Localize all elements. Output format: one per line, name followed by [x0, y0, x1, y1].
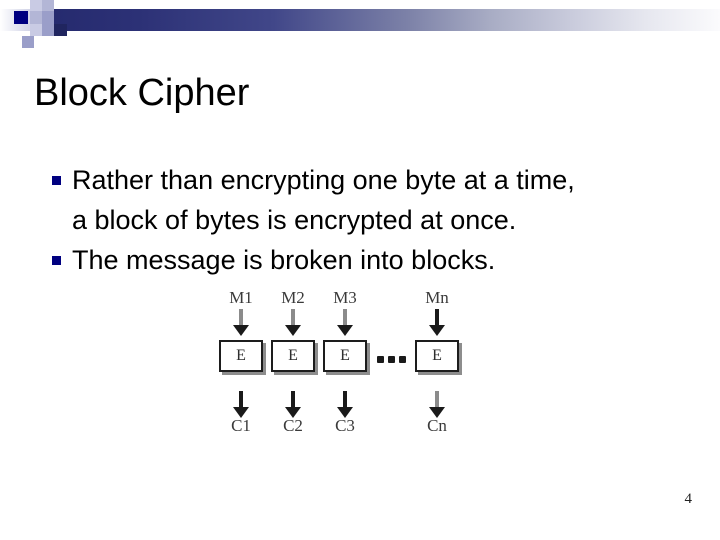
- decor-square-navy: [14, 11, 28, 24]
- encrypt-box-n: E: [415, 340, 459, 372]
- ellipsis-dot: [376, 356, 384, 363]
- plaintext-label-m3: M3: [333, 288, 357, 307]
- encrypt-box-1: E: [219, 340, 263, 372]
- bullet-list: Rather than encrypting one byte at a tim…: [44, 160, 684, 280]
- arrow-head-down-icon: [429, 325, 445, 336]
- arrow-shaft-down-icon: [343, 309, 347, 329]
- arrow-head-down-icon: [233, 325, 249, 336]
- arrow-shaft-down-icon: [291, 391, 295, 411]
- arrow-head-down-icon: [233, 407, 249, 418]
- cipher-chain-n: Mn E Cn: [409, 288, 465, 438]
- arrow-head-down-icon: [337, 407, 353, 418]
- encrypt-box-label: E: [236, 347, 246, 364]
- header-gradient-bar: [44, 9, 720, 31]
- arrow-head-down-icon: [285, 325, 301, 336]
- ellipsis-icon: [371, 350, 411, 364]
- arrow-head-down-icon: [429, 407, 445, 418]
- arrow-shaft-down-icon: [291, 309, 295, 329]
- bullet-square-icon: [52, 176, 61, 185]
- bullet-square-icon: [52, 256, 61, 265]
- ciphertext-label-cn: Cn: [427, 416, 447, 435]
- ellipsis-dot: [387, 356, 395, 363]
- ciphertext-label-c3: C3: [335, 416, 355, 435]
- decor-square-lavender-b: [30, 11, 42, 24]
- bullet-line-1: The message is broken into blocks.: [72, 245, 496, 275]
- bullet-line-2: a block of bytes is encrypted at once.: [72, 205, 517, 235]
- arrow-shaft-down-icon: [239, 391, 243, 411]
- header-decoration: [0, 0, 720, 48]
- ellipsis-dot: [398, 356, 406, 363]
- cipher-chain-1: M1 E C1: [213, 288, 269, 438]
- cipher-chain-3: M3 E C3: [317, 288, 373, 438]
- decor-square-dark-g: [54, 24, 67, 36]
- list-item: Rather than encrypting one byte at a tim…: [44, 160, 684, 240]
- encrypt-box-2: E: [271, 340, 315, 372]
- ciphertext-label-c2: C2: [283, 416, 303, 435]
- arrow-shaft-down-icon: [239, 309, 243, 329]
- decor-square-lavender-e: [30, 24, 42, 36]
- arrow-shaft-down-icon: [343, 391, 347, 411]
- ciphertext-label-c1: C1: [231, 416, 251, 435]
- cipher-chain-2: M2 E C2: [265, 288, 321, 438]
- decor-square-lavender-f: [42, 24, 54, 36]
- plaintext-label-m2: M2: [281, 288, 305, 307]
- arrow-shaft-down-icon: [435, 391, 439, 411]
- page-number: 4: [684, 491, 693, 507]
- arrow-shaft-down-icon: [435, 309, 439, 329]
- decor-square-lavender-c: [42, 0, 54, 12]
- page-title: Block Cipher: [34, 72, 250, 114]
- bullet-line-1: Rather than encrypting one byte at a tim…: [72, 165, 575, 195]
- arrow-head-down-icon: [285, 407, 301, 418]
- plaintext-label-m1: M1: [229, 288, 253, 307]
- encrypt-box-label: E: [288, 347, 298, 364]
- decor-square-lavender-a: [30, 0, 42, 12]
- list-item: The message is broken into blocks.: [44, 240, 684, 280]
- plaintext-label-mn: Mn: [425, 288, 449, 307]
- decor-square-lavender-h: [22, 36, 34, 48]
- arrow-head-down-icon: [337, 325, 353, 336]
- block-cipher-diagram: M1 E C1 M2 E C2 M3: [205, 288, 485, 438]
- encrypt-box-label: E: [432, 347, 442, 364]
- encrypt-box-3: E: [323, 340, 367, 372]
- decor-square-lavender-d: [42, 11, 54, 24]
- encrypt-box-label: E: [340, 347, 350, 364]
